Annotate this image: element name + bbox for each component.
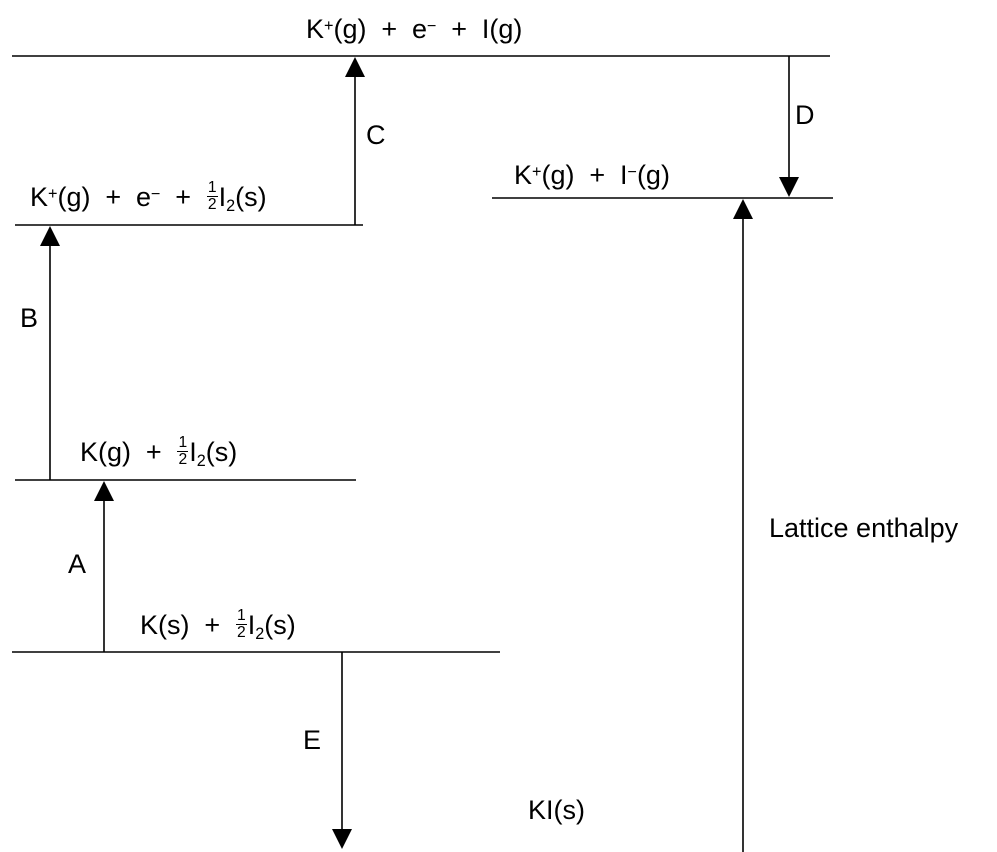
arrow-label-a: A — [68, 549, 87, 579]
cation-charge: + — [532, 162, 542, 181]
plus-sign: + — [145, 437, 162, 468]
iodine-subscript: 2 — [226, 196, 236, 215]
arrow-lattice-head — [733, 199, 753, 219]
cation-phase: (g) — [57, 182, 91, 213]
plus-sign: + — [105, 182, 122, 213]
iodine-atom: I(g) — [481, 14, 523, 44]
cation-charge: + — [324, 16, 334, 35]
level-label-ion-pair: K+(g)+I−(g) — [514, 162, 670, 189]
anion-symbol: I — [619, 160, 628, 190]
potassium-solid: K(s) — [140, 610, 190, 641]
iodine-subscript: 2 — [196, 451, 206, 470]
arrow-label-c: C — [366, 120, 386, 150]
cation-phase: (g) — [541, 160, 575, 190]
plus-sign: + — [589, 160, 606, 190]
plus-sign: + — [204, 610, 221, 641]
electron-symbol: e — [135, 182, 151, 213]
arrow-e-head — [332, 829, 352, 849]
iodine-phase: (s) — [264, 610, 296, 641]
iodine-subscript: 2 — [255, 624, 265, 643]
arrow-b-head — [40, 226, 60, 246]
arrow-c-head — [345, 57, 365, 77]
iodine-phase: (s) — [205, 437, 238, 468]
cation-phase: (g) — [333, 14, 367, 44]
electron-charge: − — [150, 184, 161, 203]
level-label-top: K+(g)+e−+I(g) — [306, 16, 522, 43]
arrow-d-head — [779, 177, 799, 197]
arrow-label-e: E — [303, 725, 322, 755]
electron-charge: − — [426, 16, 437, 35]
iodine-symbol: I — [247, 610, 256, 641]
iodine-symbol: I — [218, 182, 227, 213]
arrow-label-lattice: Lattice enthalpy — [769, 513, 959, 543]
anion-charge: − — [627, 162, 637, 181]
arrow-label-b: B — [20, 303, 39, 333]
arrow-a-head — [94, 481, 114, 501]
plus-sign: + — [381, 14, 398, 44]
cation-symbol: K — [514, 160, 533, 190]
plus-sign: + — [451, 14, 468, 44]
plus-sign: + — [175, 182, 192, 213]
cation-charge: + — [48, 184, 58, 203]
cation-symbol: K — [30, 182, 49, 213]
iodine-symbol: I — [189, 437, 197, 468]
iodine-phase: (s) — [235, 182, 267, 213]
electron-symbol: e — [411, 14, 427, 44]
level-label-product: KI(s) — [528, 795, 585, 825]
cation-symbol: K — [306, 14, 325, 44]
anion-phase: (g) — [636, 160, 670, 190]
arrow-label-d: D — [795, 100, 815, 130]
potassium-gas: K(g) — [80, 437, 132, 468]
